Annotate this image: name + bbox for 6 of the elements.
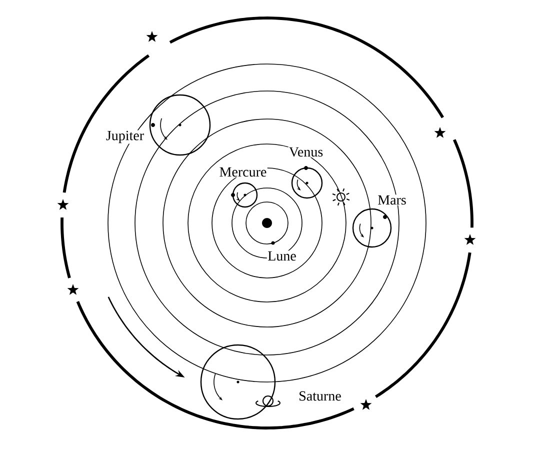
planet-label: Mercure [218, 166, 268, 178]
planet-label: Mars [376, 194, 408, 206]
planet-label: Venus [288, 146, 324, 158]
planet-label: Jupiter [105, 130, 145, 144]
planet-label: Lune [266, 250, 298, 262]
planet-label: Saturne [298, 390, 342, 402]
